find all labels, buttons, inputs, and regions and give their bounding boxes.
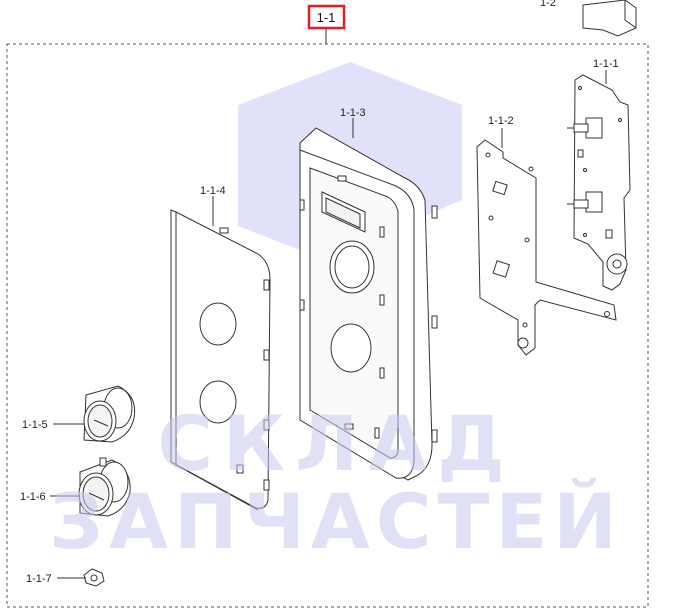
knob-lower: [78, 457, 131, 517]
part-1-2-shape: [582, 0, 637, 37]
assembly-label: 1-1: [317, 10, 336, 25]
callout-1-1-4: 1-1-4: [200, 185, 226, 197]
knob-upper: [83, 385, 136, 443]
spring-clip: [83, 568, 105, 587]
panel-frame: [299, 127, 438, 481]
assembly-boundary: [6, 43, 649, 608]
bracket: [476, 139, 617, 356]
callout-1-1-2: 1-1-2: [488, 115, 514, 127]
callout-1-1-6: 1-1-6: [20, 491, 46, 503]
part-label-1-2: 1-2: [540, 0, 556, 9]
callout-1-1-5: 1-1-5: [22, 419, 48, 431]
callout-1-1-3: 1-1-3: [340, 107, 366, 119]
watermark-line2: ЗАПЧАСТЕЙ: [49, 477, 623, 566]
assembly-label-box[interactable]: [307, 4, 346, 30]
pcb-assembly: [567, 74, 631, 291]
watermark-line1: СКЛАД: [157, 399, 515, 488]
callout-1-1-1: 1-1-1: [593, 58, 619, 70]
panel-cover: [170, 209, 271, 511]
callout-1-1-7: 1-1-7: [26, 573, 52, 585]
